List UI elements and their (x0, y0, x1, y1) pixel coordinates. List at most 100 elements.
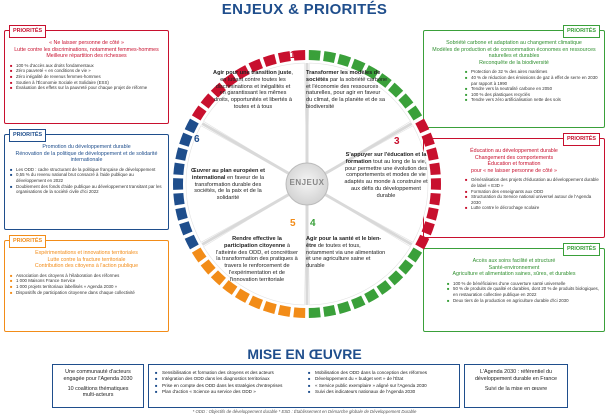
list-item: 50 % de produits de qualité et durables,… (446, 286, 600, 297)
list-item: 100 % de bénéficiaires d'une couverture … (446, 281, 600, 287)
ring-block (175, 147, 188, 161)
list-item: Soutien à l'Économie Sociale et Solidair… (9, 80, 164, 86)
priorities-tag: PRIORITÉS (562, 243, 600, 256)
ring-block (364, 288, 380, 303)
list-item: Les ODD : cadre structurant de la politi… (9, 167, 164, 173)
list-item: Lutte contre le décrochage scolaire (464, 205, 600, 211)
list-item: Protection de 32 % des aires maritimes (464, 69, 600, 75)
wheel-ring (173, 50, 441, 318)
footnote: * ODD : Objectifs de développement durab… (192, 409, 417, 414)
monitoring-text: Suivi de la mise en œuvre (484, 385, 548, 392)
priorities-list: 100 % d'accès aux droits fondamentaux Zé… (5, 63, 168, 91)
list-item: 100 % d'accès aux droits fondamentaux (9, 63, 164, 69)
ring-block (426, 147, 439, 161)
ring-block (421, 132, 435, 147)
list-item: 0,55 % du revenu national brut consacré … (9, 172, 164, 183)
list-item: Intégration des ODD dans les diagnostics… (155, 376, 300, 383)
mise-en-oeuvre-center-box: Sensibilisation et formation des citoyen… (148, 364, 460, 408)
list-item: Prise en compte des ODD dans les stratég… (155, 383, 300, 390)
segment-number-3: 3 (394, 136, 400, 147)
list-item: Association des citoyens à l'élaboration… (9, 273, 164, 279)
ring-block (200, 93, 216, 109)
wheel-sector (203, 183, 308, 306)
segment-number-2: 2 (310, 50, 316, 61)
priorities-list: Protection de 32 % des aires maritimes 4… (424, 69, 604, 103)
ring-block (248, 58, 263, 73)
segment-text-4: Agir pour la santé et le bien-être de to… (306, 236, 386, 270)
enjeux-wheel: ENJEUX 1 Agir pour une transition juste,… (172, 18, 442, 348)
ring-block (173, 192, 185, 206)
community-text: Une communauté d'acteurs engagée pour l'… (63, 369, 133, 382)
list-item: « Service public exemplaire » aligné sur… (308, 383, 453, 390)
actions-list-2: Mobilisation des ODD dans la conception … (308, 370, 453, 402)
list-item: Zéro pauvreté « en conditions de vie » (9, 68, 164, 74)
ring-block (262, 301, 277, 314)
wheel-center-label: ENJEUX (289, 178, 325, 187)
section-title-mise-en-oeuvre: MISE EN ŒUVRE (247, 346, 362, 362)
list-item: Généralisation des projets d'éducation a… (464, 177, 600, 188)
wheel-hub (285, 162, 329, 206)
list-item: Deux tiers de la production en agricultu… (446, 298, 600, 304)
ring-block (429, 192, 441, 206)
ring-block (407, 105, 423, 121)
ring-block (277, 305, 291, 317)
list-item: 100 % des plastiques recyclés (464, 92, 600, 98)
priorities-tag: PRIORITÉS (9, 25, 47, 38)
ring-block (222, 73, 238, 88)
ring-block (388, 270, 404, 286)
ring-block (323, 51, 337, 63)
list-item: Structuration du Service national univer… (464, 194, 600, 205)
ring-block (429, 162, 441, 176)
ring-block (407, 247, 423, 263)
list-item: Plan d'action « Science au service des O… (155, 389, 300, 396)
ring-block (308, 50, 321, 61)
ring-block (376, 73, 392, 88)
ring-block (191, 105, 207, 121)
segment-text-3: S'appuyer sur l'éducation et la formatio… (344, 152, 428, 199)
wheel-sector (306, 62, 411, 185)
wheel-sector (306, 125, 429, 243)
list-item: Zéro inégalité de revenus femmes-hommes (9, 74, 164, 80)
ring-block (248, 295, 263, 310)
ring-block (184, 234, 199, 250)
priorities-list: Généralisation des projets d'éducation a… (424, 177, 604, 211)
ring-block (210, 270, 226, 286)
list-item: 1 000 Maisons France Service (9, 278, 164, 284)
ring-block (293, 307, 306, 318)
priorities-tag: PRIORITÉS (562, 133, 600, 146)
list-item: Suivi des indicateurs nationaux de l'Age… (308, 389, 453, 396)
segment-number-6: 6 (194, 134, 200, 145)
ring-block (277, 51, 291, 63)
segment-number-1: 1 (290, 50, 296, 61)
priorities-list: 100 % de bénéficiaires d'une couverture … (424, 281, 604, 303)
list-item: Tendre vers la neutralité carbone en 205… (464, 86, 600, 92)
segment-number-5: 5 (290, 218, 296, 229)
priorities-list: Association des citoyens à l'élaboration… (5, 273, 168, 295)
priorities-box-5: PRIORITÉS Expérimentations et innovation… (4, 235, 169, 332)
list-item: Mobilisation des ODD dans la conception … (308, 370, 453, 377)
segment-text-5: Rendre effective la participation citoye… (216, 236, 298, 283)
priorities-heading: Promotion du développement durable Rénov… (15, 144, 158, 164)
priorities-box-6: PRIORITÉS Promotion du développement dur… (4, 129, 169, 230)
ring-block (421, 221, 435, 236)
ring-block (430, 178, 441, 190)
segment-text-2: Transformer les modèles de sociétés par … (306, 70, 388, 110)
priorities-box-3: PRIORITÉS Éducation au développement dur… (423, 133, 605, 238)
priorities-box-4: PRIORITÉS Accès aux soins facilité et st… (423, 243, 605, 332)
list-item: 1 000 projets territoriaux labellisés « … (9, 284, 164, 290)
ring-block (173, 162, 185, 176)
list-item: 40 % de réduction des émissions de gaz à… (464, 75, 600, 86)
list-item: Développement du « budget vert » de l'Ét… (308, 376, 453, 383)
ring-block (234, 65, 250, 80)
list-item: Formation des enseignants aux ODD (464, 189, 600, 195)
segment-text-6: Œuvrer au plan européen et international… (191, 168, 265, 202)
priorities-tag: PRIORITÉS (562, 25, 600, 38)
ring-block (426, 207, 439, 221)
ring-block (173, 178, 184, 190)
list-item: Sensibilisation et formation des citoyen… (155, 370, 300, 377)
priorities-heading: Accès aux soins facilité et structuré Sa… (452, 258, 576, 278)
ring-block (398, 93, 414, 109)
list-item: Doublement des fonds d'aide publique au … (9, 184, 164, 195)
ring-block (293, 50, 306, 61)
priorities-list: Les ODD : cadre structurant de la politi… (5, 167, 168, 195)
